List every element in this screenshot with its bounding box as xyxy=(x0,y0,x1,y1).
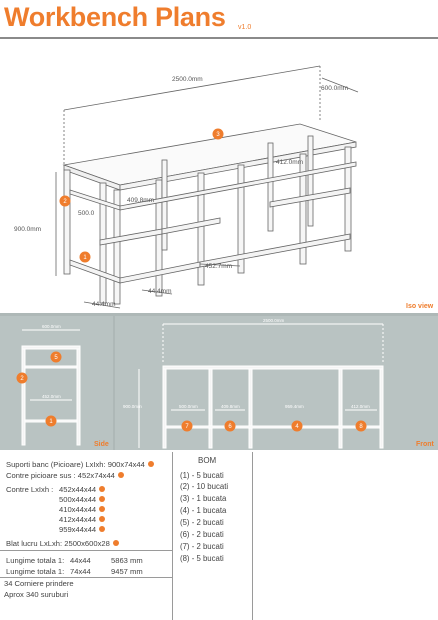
page-title: Workbench Plans xyxy=(4,2,226,32)
spec-contre-label: Contre LxIxh : xyxy=(6,485,54,494)
spec-legs: Suporti banc (Picioare) LxIxh: 900x74x44 xyxy=(6,460,154,469)
spec-blat: Blat lucru LxLxh: 2500x600x28 xyxy=(6,539,119,548)
dot-icon xyxy=(99,506,106,512)
front-dim-s1: 500.0mm xyxy=(179,404,198,409)
front-dim-s3: 959.4mm xyxy=(285,404,304,409)
version-label: v1.0 xyxy=(238,24,252,31)
dim-post-b: 44.4mm xyxy=(148,288,171,295)
dot-icon xyxy=(112,540,119,546)
spec-total1-size: 44x44 xyxy=(70,556,91,565)
front-marker-8 xyxy=(355,420,367,432)
svg-text:5: 5 xyxy=(54,355,58,361)
dot-icon xyxy=(99,526,106,532)
dot-icon xyxy=(99,486,106,492)
svg-text:7: 7 xyxy=(185,424,189,430)
svg-text:1: 1 xyxy=(83,255,87,261)
bom-item-8: (8) - 5 bucati xyxy=(180,554,224,563)
bom-item-1: (1) - 5 bucati xyxy=(180,471,224,480)
side-marker-5 xyxy=(50,351,62,363)
bom-item-5: (5) - 2 bucati xyxy=(180,518,224,527)
iso-view-label: Iso view xyxy=(406,303,434,310)
marker-2 xyxy=(59,195,71,207)
bom-divider xyxy=(252,452,253,620)
front-dim-height: 900.0mm xyxy=(123,404,142,409)
front-marker-7 xyxy=(181,420,193,432)
side-drawing: 600.0mm 452.0mm 5 2 1 xyxy=(16,324,81,446)
spec-total1-label: Lungime totala 1: xyxy=(6,556,65,565)
front-drawing: 2500.0mm 900.0mm 500.0mm 409.8mm 959.4mm… xyxy=(123,318,384,449)
bom-title: BOM xyxy=(198,456,217,465)
front-view-label: Front xyxy=(416,441,434,448)
dim-post-a: 44.4mm xyxy=(92,301,115,308)
dot-icon xyxy=(99,516,106,522)
marker-1 xyxy=(79,251,91,263)
spec-total2-size: 74x44 xyxy=(70,567,91,576)
spec-contre-3: 410x44x44 xyxy=(59,505,106,514)
bom-item-7: (7) - 2 bucati xyxy=(180,542,224,551)
spec-top-rails: Contre picioare sus : 452x74x44 xyxy=(6,471,124,480)
specs-rule-1 xyxy=(0,550,172,551)
iso-view: 2500.0mm 600.0mm 900.0mm 500.0 409.8mm 4… xyxy=(0,40,438,312)
dot-icon xyxy=(99,496,106,502)
front-view: 2500.0mm 900.0mm 500.0mm 409.8mm 959.4mm… xyxy=(115,316,438,450)
dim-depth: 600.0mm xyxy=(321,85,348,92)
spec-corner: 34 Corniere prindere xyxy=(4,579,74,588)
bom-item-4: (4) - 1 bucata xyxy=(180,506,227,515)
svg-text:8: 8 xyxy=(359,424,363,430)
spec-contre-2: 500x44x44 xyxy=(59,495,106,504)
specs-divider xyxy=(172,452,173,620)
iso-drawing: 2500.0mm 600.0mm 900.0mm 500.0 409.8mm 4… xyxy=(14,65,359,309)
front-dim-top: 2500.0mm xyxy=(263,318,285,323)
svg-text:1: 1 xyxy=(49,419,53,425)
front-marker-4 xyxy=(291,420,303,432)
svg-text:4: 4 xyxy=(295,424,299,430)
spec-total2-label: Lungime totala 1: xyxy=(6,567,65,576)
bom-item-3: (3) - 1 bucata xyxy=(180,494,227,503)
svg-text:2: 2 xyxy=(63,199,67,205)
front-dim-s4: 412.0mm xyxy=(351,404,370,409)
side-dim-mid: 452.0mm xyxy=(42,394,61,399)
dot-icon xyxy=(147,461,154,467)
svg-text:6: 6 xyxy=(228,424,232,430)
svg-text:3: 3 xyxy=(216,132,220,138)
front-dim-s2: 409.8mm xyxy=(221,404,240,409)
marker-3 xyxy=(212,128,224,140)
header-divider xyxy=(0,37,438,39)
spec-contre-4: 412x44x44 xyxy=(59,515,106,524)
specs-rule-2 xyxy=(0,577,172,578)
dim-rail: 452.7mm xyxy=(205,263,232,270)
spec-total1-len: 5863 mm xyxy=(111,556,143,565)
spec-contre-1: 452x44x44 xyxy=(59,485,106,494)
dim-length: 2500.0mm xyxy=(172,76,203,83)
front-marker-6 xyxy=(224,420,236,432)
side-marker-1 xyxy=(45,415,57,427)
side-view-label: Side xyxy=(94,441,109,448)
dim-inner: 412.0mm xyxy=(276,159,303,166)
bom-item-2: (2) - 10 bucati xyxy=(180,482,229,491)
dot-icon xyxy=(117,472,124,478)
spec-contre-5: 959x44x44 xyxy=(59,525,106,534)
header: Workbench Plans v1.0 xyxy=(0,0,438,42)
dim-leg: 500.0 xyxy=(78,210,95,217)
svg-text:2: 2 xyxy=(20,376,24,382)
dim-mid: 409.8mm xyxy=(127,197,154,204)
side-dim-top: 600.0mm xyxy=(42,324,61,329)
side-marker-2 xyxy=(16,372,28,384)
spec-total2-len: 9457 mm xyxy=(111,567,143,576)
side-view: 600.0mm 452.0mm 5 2 1 Side xyxy=(0,316,113,450)
dim-height: 900.0mm xyxy=(14,226,41,233)
spec-screws: Aprox 340 suruburi xyxy=(4,590,69,599)
bom-item-6: (6) - 2 bucati xyxy=(180,530,224,539)
